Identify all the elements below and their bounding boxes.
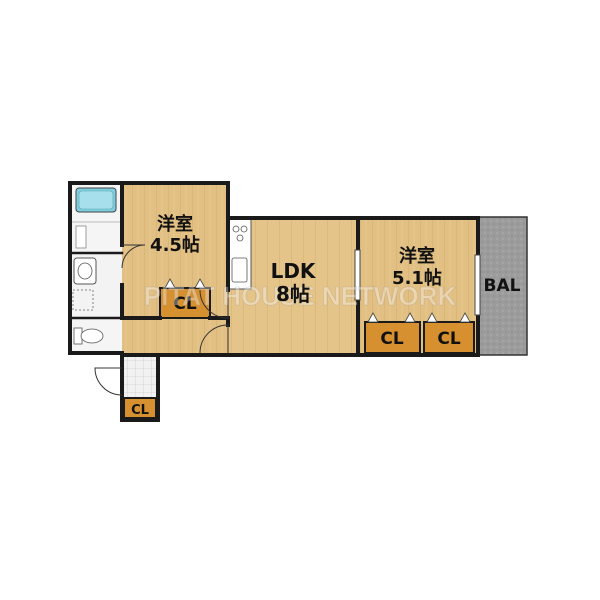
kitchen-counter (228, 218, 252, 290)
balcony (476, 216, 528, 356)
washing-machine-icon (72, 289, 94, 311)
ldk-name: LDK (271, 259, 317, 283)
western-room-2-size: 5.1帖 (392, 267, 442, 289)
closet-entrance: CL (123, 397, 157, 419)
door-swings (94, 244, 229, 396)
watermark: PITAT HOUSE NETWORK (144, 281, 457, 311)
walls (68, 181, 480, 422)
closet-label: CL (173, 294, 196, 314)
bathtub-icon (75, 187, 117, 213)
western-room-1-size: 4.5帖 (150, 234, 200, 256)
ldk-size: 8帖 (276, 282, 310, 306)
closet-door-marks (164, 278, 471, 323)
western-room-2-name: 洋室 (399, 245, 435, 267)
closet-western-room-1: CL (159, 287, 211, 319)
balcony-label: BAL (484, 276, 521, 296)
closet-western-room-2-right: CL (423, 321, 475, 354)
closet-label: CL (131, 403, 149, 418)
closet-western-room-2-left: CL (364, 321, 421, 354)
toilet-icon (73, 327, 104, 345)
closet-label: CL (437, 329, 460, 349)
western-room-1-name: 洋室 (157, 213, 193, 235)
entrance-floor (122, 353, 158, 398)
washbasin-icon (73, 257, 97, 285)
windows (354, 249, 481, 316)
closet-label: CL (380, 329, 403, 349)
